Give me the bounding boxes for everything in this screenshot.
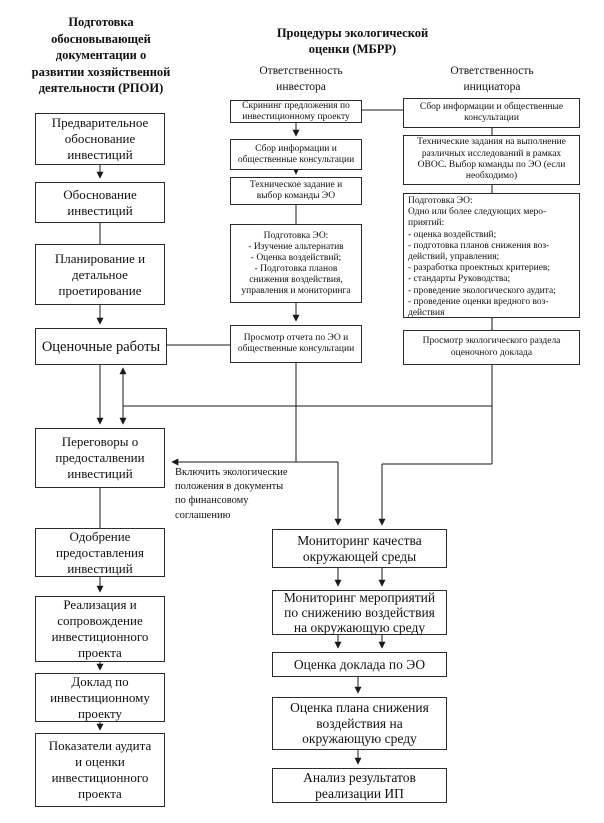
box-tor-ovos-studies: Технические задания на выполнение различ… [403,135,580,185]
box-assessment-works: Оценочные работы [35,328,167,365]
initiator-responsibility-label: Ответственность инициатора [450,65,534,93]
box-env-section-review: Просмотр экологического раздела оценочно… [403,330,580,365]
box-tor-team-selection: Техническое задание и выбор команды ЭО [230,177,362,205]
box-ip-results-analysis: Анализ результатов реализации ИП [272,768,447,803]
center-title: Процедуры экологической оценки (МБРР) [276,26,429,56]
box-audit-evaluation-indicators: Показатели аудита и оценки инвестиционно… [35,733,165,807]
box-investment-justification: Обоснование инвестиций [35,182,165,223]
investor-responsibility-label: Ответственность инвестора [259,65,343,93]
box-env-quality-monitoring: Мониторинг качества окружающей среды [272,529,447,568]
box-investment-approval: Одобрение предоставления инвестиций [35,528,165,577]
box-investment-project-report: Доклад по инвестиционному проекту [35,673,165,722]
box-info-collection-initiator: Сбор информации и общественные консульта… [403,98,580,128]
box-info-collection-investor: Сбор информации и общественные консульта… [230,139,362,170]
box-ea-preparation-initiator: Подготовка ЭО: Одно или более следующих … [403,193,580,318]
box-mitigation-monitoring: Мониторинг мероприятий по снижению возде… [272,590,447,635]
box-mitigation-plan-evaluation: Оценка плана снижения воздействия на окр… [272,697,447,750]
box-project-implementation: Реализация и сопровождение инвестиционно… [35,596,165,662]
box-investment-negotiations: Переговоры о предосталвении инвестиций [35,428,165,488]
box-screening-investment-proposal: Скрининг предложения по инвестиционному … [230,100,362,123]
box-preliminary-investment-justification: Предварительное обоснование инвестиций [35,113,165,165]
box-ea-preparation-investor: Подготовка ЭО: - Изучение альтернатив - … [230,224,362,303]
box-ea-report-review: Просмотр отчета по ЭО и общественные кон… [230,325,362,363]
box-planning-detailed-design: Планирование и детальное проетирование [35,244,165,305]
left-column-title: Подготовка обосновывающей документации о… [31,15,171,95]
note-financial-agreement: Включить экологические положения в докум… [175,467,288,521]
box-ea-report-evaluation: Оценка доклада по ЭО [272,652,447,677]
